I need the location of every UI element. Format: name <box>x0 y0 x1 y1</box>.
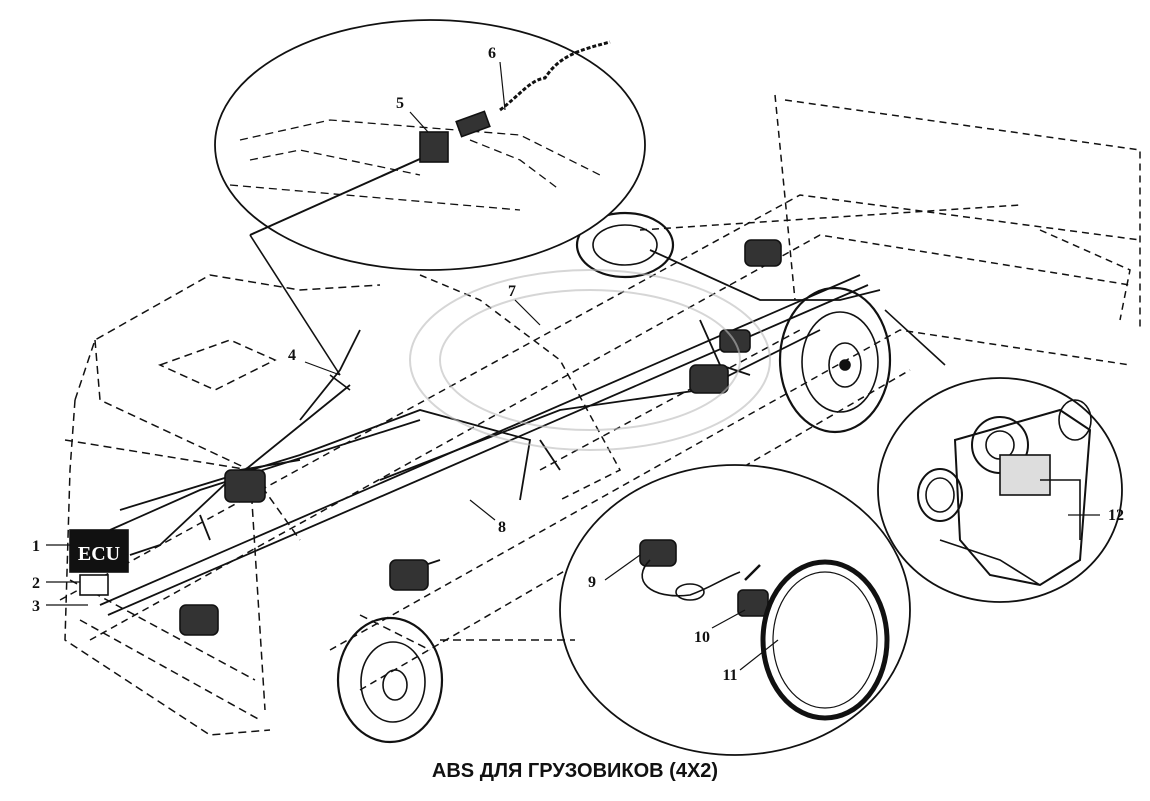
truck-cab <box>64 274 431 736</box>
callout-12: 12 <box>1108 507 1124 524</box>
callout-4: 4 <box>288 347 296 364</box>
callout-labels: 1 2 3 4 5 6 7 8 9 10 11 12 <box>32 45 1124 684</box>
detail-circle-valve <box>877 309 1123 603</box>
callout-5: 5 <box>396 95 404 112</box>
callout-3: 3 <box>32 598 40 615</box>
valve-units <box>179 239 782 636</box>
rear-wheel-right <box>778 286 892 434</box>
callout-6: 6 <box>488 45 496 62</box>
diagram-title: ABS ДЛЯ ГРУЗОВИКОВ (4X2) <box>431 760 719 782</box>
front-wheel <box>336 616 444 744</box>
leader-lines <box>46 61 1100 671</box>
callout-10: 10 <box>694 629 710 646</box>
rear-wheel-left <box>575 211 675 279</box>
callout-2: 2 <box>32 575 40 592</box>
callout-11: 11 <box>722 667 737 684</box>
ecu-unit: ECU <box>69 529 129 596</box>
abs-truck-diagram: ECU <box>32 19 1141 756</box>
callout-7: 7 <box>508 283 516 300</box>
callout-8: 8 <box>498 519 506 536</box>
watermark <box>409 269 771 451</box>
callout-9: 9 <box>588 574 596 591</box>
callout-1: 1 <box>32 538 40 555</box>
detail-circle-sensor <box>214 19 646 391</box>
detail-circle-sensor-ring <box>440 464 911 756</box>
ecu-label: ECU <box>78 543 120 565</box>
